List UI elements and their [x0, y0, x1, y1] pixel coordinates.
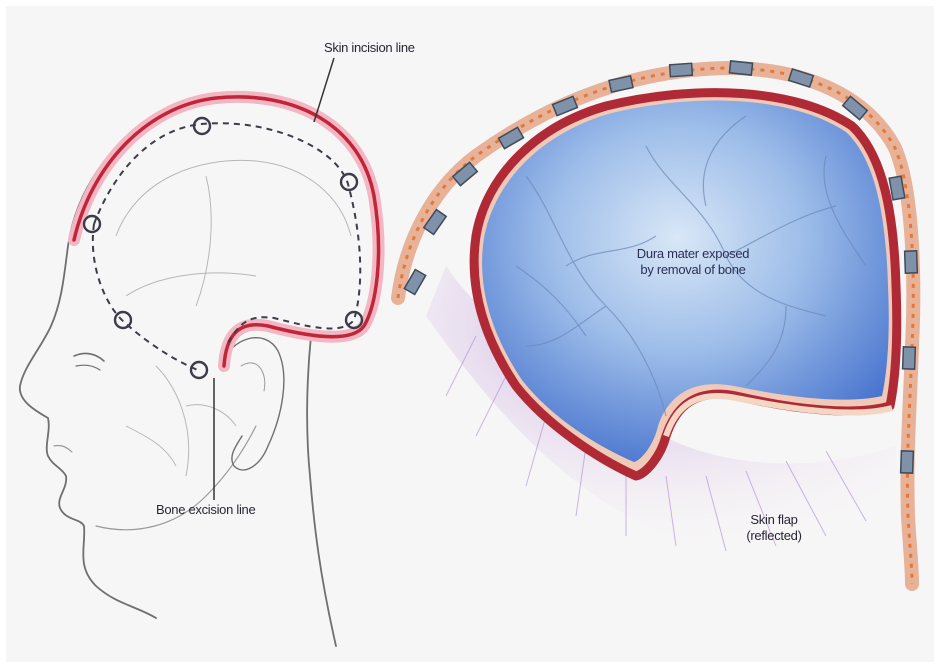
clip — [903, 347, 916, 369]
neck-outline — [307, 336, 336, 646]
burr-hole — [341, 174, 357, 190]
clip — [609, 76, 633, 92]
dura-mater-label-line1: Dura mater exposed — [618, 246, 768, 262]
burr-hole — [346, 312, 362, 328]
skin-flap-label-line2: (reflected) — [724, 528, 824, 544]
clip — [901, 451, 914, 473]
eye — [74, 354, 104, 361]
skin-incision-leader — [314, 58, 334, 122]
skin-incision-line — [74, 97, 379, 366]
dura-mater-label-line2: by removal of bone — [618, 262, 768, 278]
burr-hole — [191, 362, 207, 378]
burr-hole — [84, 216, 100, 232]
clip — [553, 96, 578, 115]
dura-mater-label: Dura mater exposed by removal of bone — [618, 246, 768, 279]
clip — [789, 69, 814, 87]
skin-flap-label: Skin flap (reflected) — [724, 512, 824, 545]
head-profile — [20, 116, 336, 646]
bone-excision-label: Bone excision line — [156, 502, 255, 518]
illustration-frame: Skin incision line Bone excision line Du… — [6, 6, 934, 662]
skin-flap-label-line1: Skin flap — [724, 512, 824, 528]
burr-hole — [194, 118, 210, 134]
clip — [905, 251, 918, 273]
skull-sketch — [116, 160, 351, 476]
clip — [729, 61, 752, 75]
craniotomy-diagram — [6, 6, 934, 662]
clip — [670, 63, 693, 77]
skin-incision-label: Skin incision line — [324, 40, 415, 56]
